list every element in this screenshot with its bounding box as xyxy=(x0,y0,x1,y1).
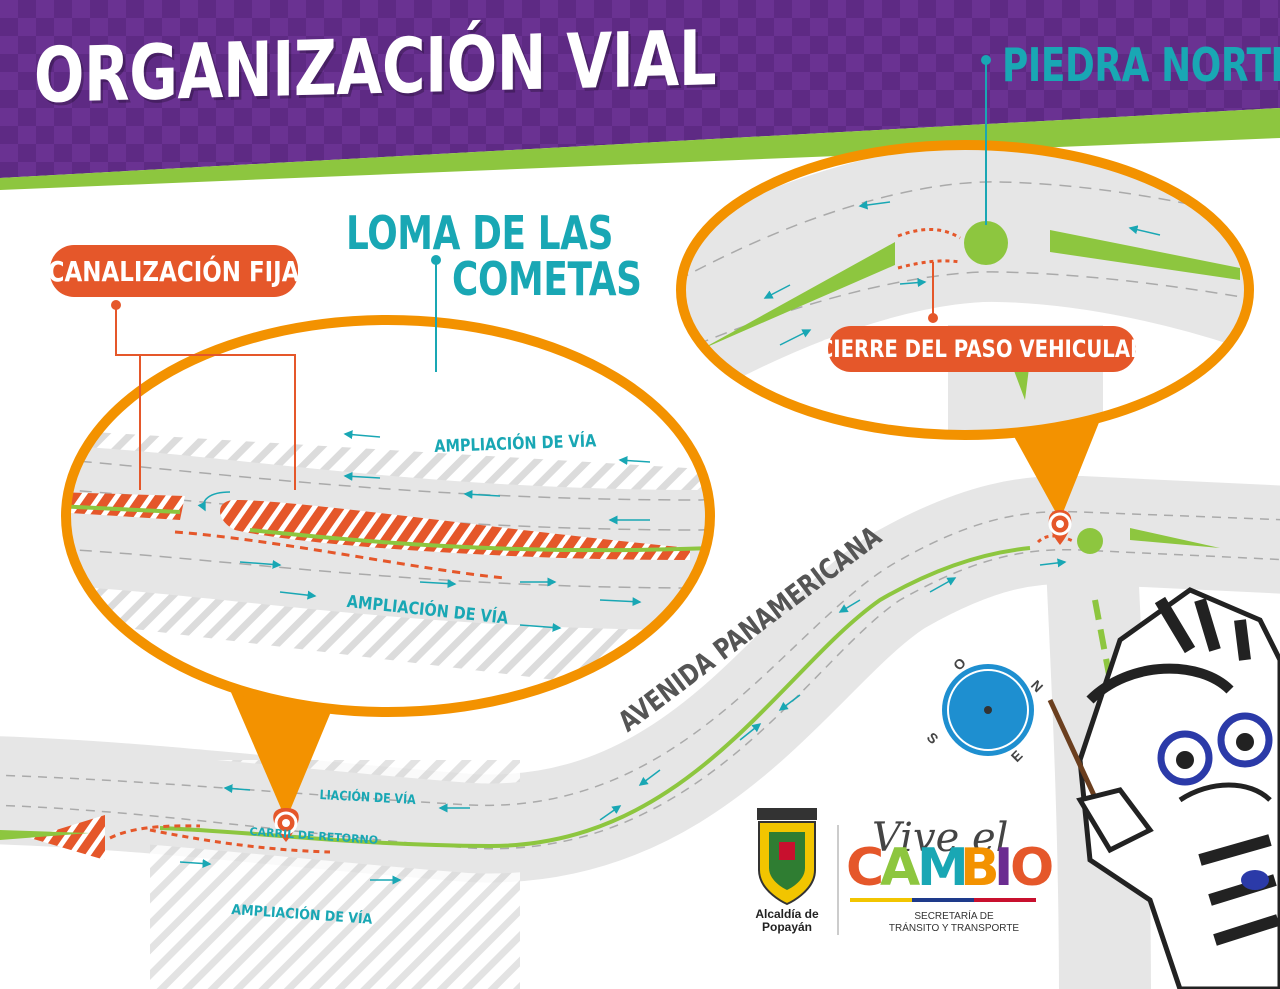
zoom-loma-de-las-cometas xyxy=(61,315,715,717)
cambio-letter-o: O xyxy=(1010,838,1055,898)
cambio-letter-c: C xyxy=(846,838,885,898)
main-road xyxy=(0,475,1280,989)
zebra-mascot-icon xyxy=(1047,587,1280,989)
alcaldia-crest-logo xyxy=(757,808,817,906)
page-title: ORGANIZACIÓN VIAL xyxy=(34,13,717,121)
location-loma-line1: LOMA DE LAS xyxy=(346,206,614,260)
alcaldia-label: Alcaldía de Popayán xyxy=(755,907,819,934)
cierre-label: CIERRE DEL PASO VEHICULAR xyxy=(818,335,1146,363)
header-band xyxy=(0,0,1280,178)
secretaria-label: SECRETARÍA DE TRÁNSITO Y TRANSPORTE xyxy=(874,911,1034,935)
cierre-callout: CIERRE DEL PASO VEHICULAR xyxy=(819,326,1145,372)
piedra-leader xyxy=(981,55,991,225)
secretaria-line2: TRÁNSITO Y TRANSPORTE xyxy=(888,923,1020,934)
canalizacion-label: CANALIZACIÓN FIJA xyxy=(48,254,300,288)
location-loma-line2: COMETAS xyxy=(452,252,642,306)
secretaria-line1: SECRETARÍA DE xyxy=(914,911,994,922)
vive-label: Vive el xyxy=(872,815,1009,861)
location-piedra-norte: PIEDRA NORTE xyxy=(1002,38,1280,92)
zoom-piedra-norte xyxy=(676,140,1254,440)
canalizacion-callout: CANALIZACIÓN FIJA xyxy=(48,245,300,297)
header-green-stripe xyxy=(0,108,1280,190)
cierre-leader xyxy=(928,262,938,323)
callout-pointer-right xyxy=(1005,420,1100,520)
map-pin-icon xyxy=(273,808,299,842)
cambio-letter-b: B xyxy=(960,838,1000,898)
callout-pointer-left xyxy=(230,690,340,820)
cambio-letter-i: I xyxy=(994,838,1014,898)
cambio-letter-a: A xyxy=(880,838,921,898)
compass-icon xyxy=(942,664,1034,756)
map-pin-icon xyxy=(1048,510,1072,545)
cambio-letter-m: M xyxy=(917,838,969,898)
flag-stripe xyxy=(850,898,1036,902)
loma-leader xyxy=(431,255,441,372)
canalizacion-leader xyxy=(111,300,296,490)
